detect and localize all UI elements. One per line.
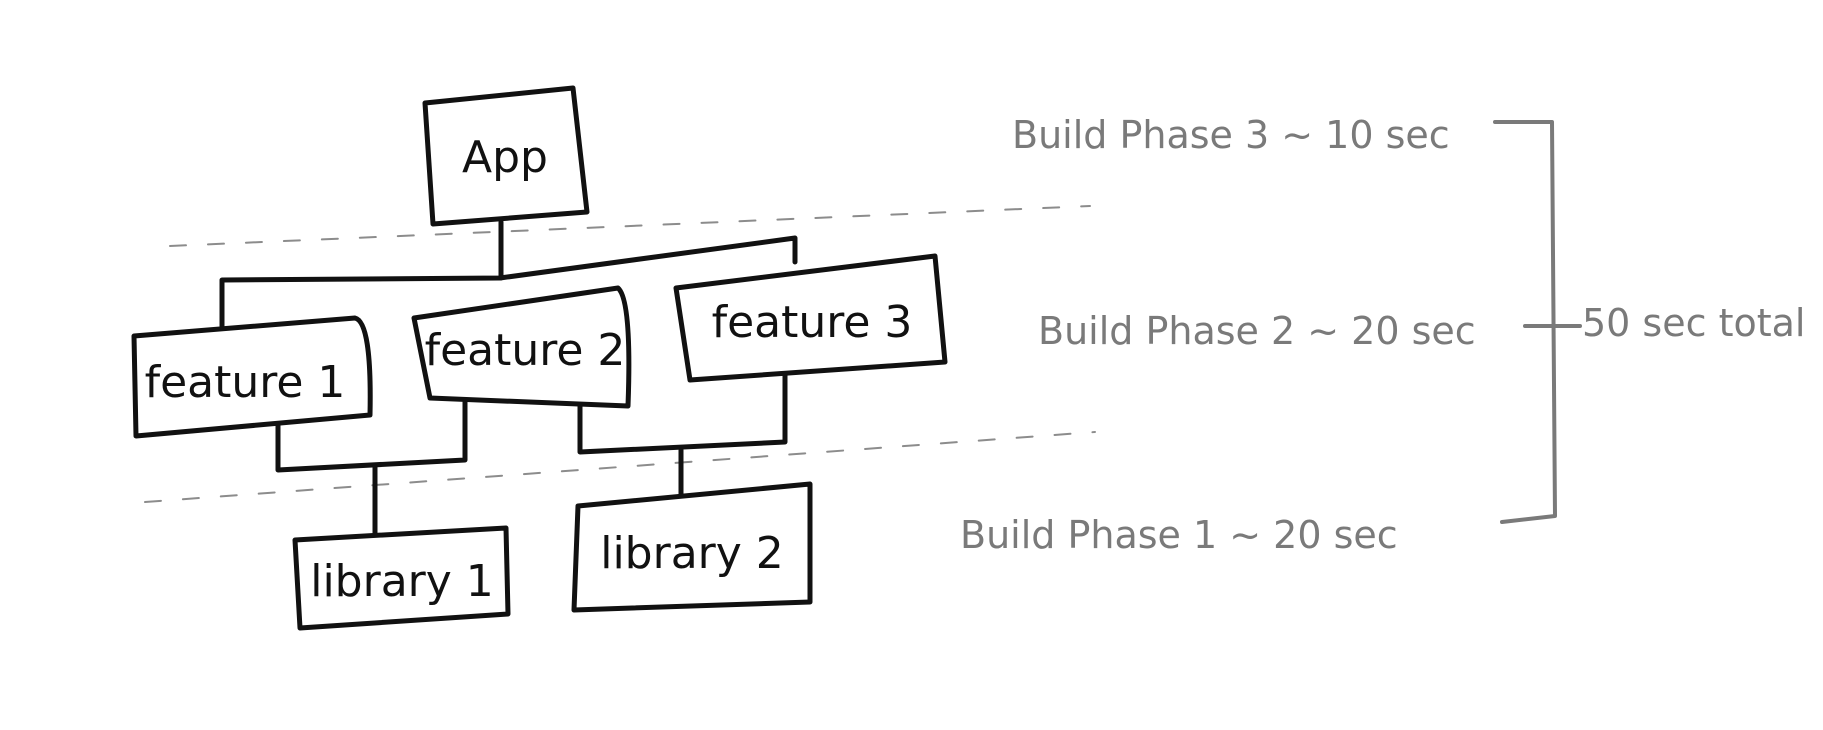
node-feature-3-box	[673, 253, 948, 383]
node-feature-1: feature 1	[131, 315, 373, 439]
node-library-1: library 1	[292, 525, 511, 631]
connector-features-to-library1	[275, 397, 468, 473]
phase-3-label: Build Phase 3 ~ 10 sec	[1012, 113, 1450, 157]
node-feature-3-label: feature 3	[712, 297, 913, 348]
node-app-box	[422, 85, 590, 227]
node-app-label: App	[462, 132, 548, 183]
total-label: 50 sec total	[1582, 301, 1805, 345]
phase-1-label: Build Phase 1 ~ 20 sec	[960, 513, 1398, 557]
dependency-connectors	[219, 219, 798, 538]
node-library-1-label: library 1	[310, 556, 494, 607]
connector-features-to-library2	[577, 365, 788, 455]
node-feature-3: feature 3	[673, 253, 948, 383]
node-library-2-label: library 2	[600, 528, 784, 579]
node-feature-2: feature 2	[411, 285, 632, 409]
node-feature-1-label: feature 1	[145, 357, 346, 408]
connector-feature-bus	[219, 235, 798, 329]
phase-divider-lower	[144, 431, 1096, 503]
phase-divider-upper	[169, 205, 1091, 247]
node-app: App	[422, 85, 590, 227]
node-library-2-box	[571, 481, 813, 613]
total-bracket	[1493, 120, 1557, 524]
node-library-1-box	[292, 525, 511, 631]
node-library-2: library 2	[571, 481, 813, 613]
node-feature-2-label: feature 2	[425, 325, 626, 376]
node-feature-1-box	[131, 315, 373, 439]
phase-2-label: Build Phase 2 ~ 20 sec	[1038, 309, 1476, 353]
node-feature-2-box	[411, 285, 632, 409]
